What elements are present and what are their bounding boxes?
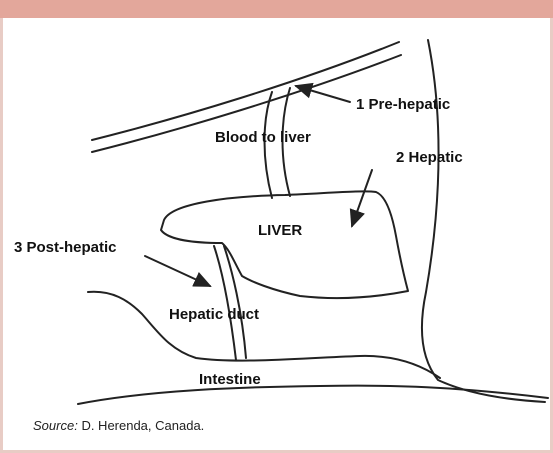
source-credit: Source: D. Herenda, Canada. <box>33 418 204 433</box>
source-key: Source: <box>33 418 78 433</box>
pre-hepatic-arrow <box>296 86 350 102</box>
upper-intestine-line <box>88 292 440 378</box>
pre-hepatic-label: 1 Pre-hepatic <box>356 96 450 113</box>
post-hepatic-label: 3 Post-hepatic <box>14 239 117 256</box>
body-wall-curve <box>422 40 545 402</box>
blood-to-liver-label: Blood to liver <box>215 129 311 146</box>
hepatic-duct-label: Hepatic duct <box>169 306 259 323</box>
post-hepatic-arrow <box>145 256 210 286</box>
blood-vessel-upper-line <box>92 42 399 140</box>
intestine-label: Intestine <box>199 371 261 388</box>
liver-outline <box>161 191 408 298</box>
hepatic-label: 2 Hepatic <box>396 149 463 166</box>
source-text: D. Herenda, Canada. <box>81 418 204 433</box>
liver-label: LIVER <box>258 222 302 239</box>
lower-intestine-line <box>78 386 548 404</box>
hepatic-arrow <box>352 170 372 226</box>
hepatic-duct-left-wall <box>214 246 236 360</box>
